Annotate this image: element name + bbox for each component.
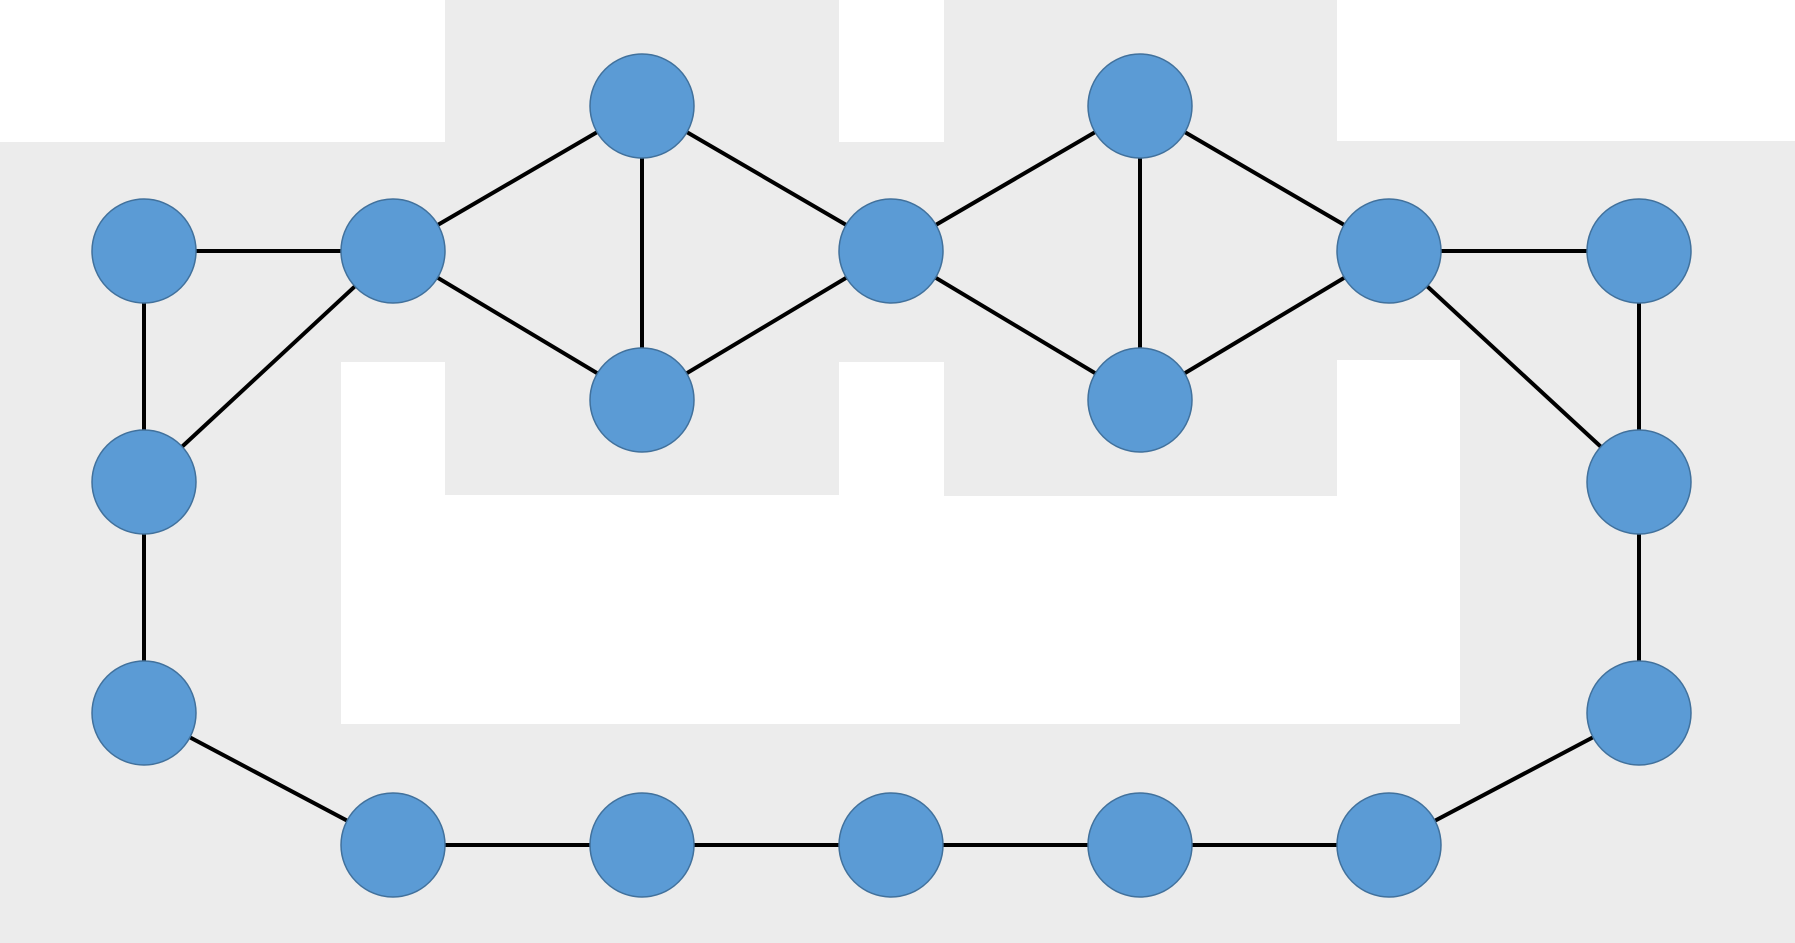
graph-node[interactable]	[838, 792, 944, 898]
graph-node[interactable]	[1586, 429, 1692, 535]
graph-node[interactable]	[1087, 53, 1193, 159]
graph-node[interactable]	[340, 198, 446, 304]
background-cutout	[445, 495, 839, 724]
graph-node[interactable]	[91, 429, 197, 535]
graph-node[interactable]	[91, 660, 197, 766]
graph-node[interactable]	[1336, 198, 1442, 304]
graph-node[interactable]	[838, 198, 944, 304]
background-cutout	[839, 0, 944, 142]
graph-node[interactable]	[1336, 792, 1442, 898]
edge-n6-n11	[1387, 249, 1641, 484]
graph-node[interactable]	[1586, 660, 1692, 766]
graph-node[interactable]	[340, 792, 446, 898]
background-cutouts	[0, 0, 1795, 724]
edge-n7-n2	[142, 249, 395, 484]
graph-node[interactable]	[91, 198, 197, 304]
background-cutout	[0, 0, 445, 142]
graph-nodes	[91, 53, 1692, 898]
graph-node[interactable]	[1087, 792, 1193, 898]
background-cutout	[1337, 0, 1795, 141]
graph-node[interactable]	[589, 53, 695, 159]
background-cutout	[341, 362, 445, 724]
background-cutout	[1337, 360, 1460, 724]
graph-node[interactable]	[1087, 347, 1193, 453]
background-cutout	[839, 362, 944, 724]
graph-node[interactable]	[589, 792, 695, 898]
background-cutout	[944, 496, 1337, 724]
graph-node[interactable]	[1586, 198, 1692, 304]
graph-node[interactable]	[589, 347, 695, 453]
